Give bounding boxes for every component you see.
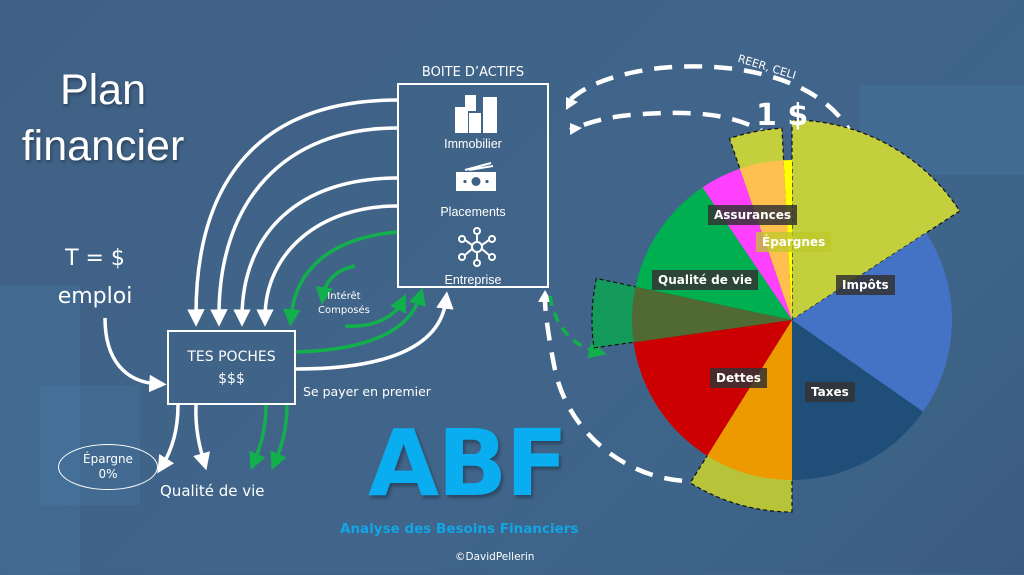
pie-slice-orange [707, 320, 792, 480]
pie-slice-taxes [792, 320, 924, 480]
green-dashed-arrow-to-pie [548, 295, 607, 359]
title-line-1: Plan [59, 66, 147, 114]
one-dollar-label: 1 $ [756, 98, 809, 133]
title-line-2: financier [21, 122, 185, 170]
arrowhead-pie-to-assets [538, 290, 552, 302]
arrow-pockets-to-assets [295, 291, 454, 371]
asset-label-immobilier: Immobilier [444, 137, 502, 151]
interest-line-1: Intérêt [327, 291, 361, 302]
assets-box: Immobilier Placements Entreprise [397, 83, 549, 288]
arrow-pockets-to-savings [157, 404, 180, 474]
green-arrow-interest-up [344, 294, 406, 328]
green-arrow-pockets-down-1 [249, 404, 268, 471]
savings-oval: Épargne 0% [58, 444, 158, 490]
pockets-box: TES POCHES $$$ [167, 330, 296, 405]
income-label: T = $ emploi [40, 240, 150, 316]
savings-percent: 0% [98, 467, 118, 481]
page-title: Plan financier [8, 62, 198, 174]
quality-of-life-label: Qualité de vie [160, 482, 265, 500]
pie-slice-dettes-overlay [632, 286, 792, 343]
copyright: ©DavidPellerin [455, 551, 535, 563]
arrowhead-reer-inner [570, 123, 582, 135]
banknote-icon [456, 162, 496, 191]
pie-label-qualite-de-vie: Qualité de vie [652, 270, 759, 290]
pie-label-impots: Impôts [836, 275, 895, 295]
compound-interest-label: Intérêt Composés [318, 290, 370, 318]
pie-label-dettes: Dettes [710, 368, 767, 388]
abf-logo: ABF [368, 410, 568, 517]
arrow-income-to-pockets [103, 317, 167, 393]
arrowhead-reer-outer [566, 97, 578, 110]
pockets-title: TES POCHES [187, 349, 276, 365]
assets-title: BOITE D’ACTIFS [421, 65, 525, 80]
arrow-assets-to-pockets-2 [210, 126, 398, 327]
savings-label: Épargne [83, 452, 133, 466]
green-arrow-pockets-to-assets [295, 287, 426, 354]
pie-label-assurances: Assurances [708, 205, 798, 225]
pie-slice-ext-epargnes-rim [791, 119, 961, 322]
bg-tile [0, 285, 80, 575]
pie-label-epargnes: Épargnes [756, 232, 832, 252]
interest-line-2: Composés [318, 305, 370, 316]
network-icon [458, 227, 496, 267]
income-line-1: T = $ [65, 246, 125, 271]
abf-subtitle: Analyse des Besoins Financiers [340, 521, 579, 537]
pie-label-taxes: Taxes [805, 382, 855, 402]
pockets-symbol: $$$ [218, 371, 245, 387]
asset-label-entreprise: Entreprise [444, 273, 502, 287]
arrow-assets-to-pockets-3 [233, 176, 398, 327]
arrow-assets-to-pockets-4 [256, 204, 398, 327]
buildings-icon [455, 95, 497, 133]
pay-yourself-first-label: Se payer en premier [303, 384, 431, 399]
dashed-arrow-reer-inner [569, 110, 777, 142]
green-arrow-assets-to-pockets [283, 230, 398, 327]
income-line-2: emploi [57, 284, 133, 309]
asset-label-placements: Placements [440, 205, 506, 219]
arrow-assets-to-pockets-1 [187, 98, 398, 327]
arrow-pockets-to-qol [193, 404, 211, 471]
green-arrow-pockets-down-2 [270, 404, 289, 471]
green-arrow-interest-down [315, 264, 356, 305]
pie-slice-impots [792, 232, 952, 412]
